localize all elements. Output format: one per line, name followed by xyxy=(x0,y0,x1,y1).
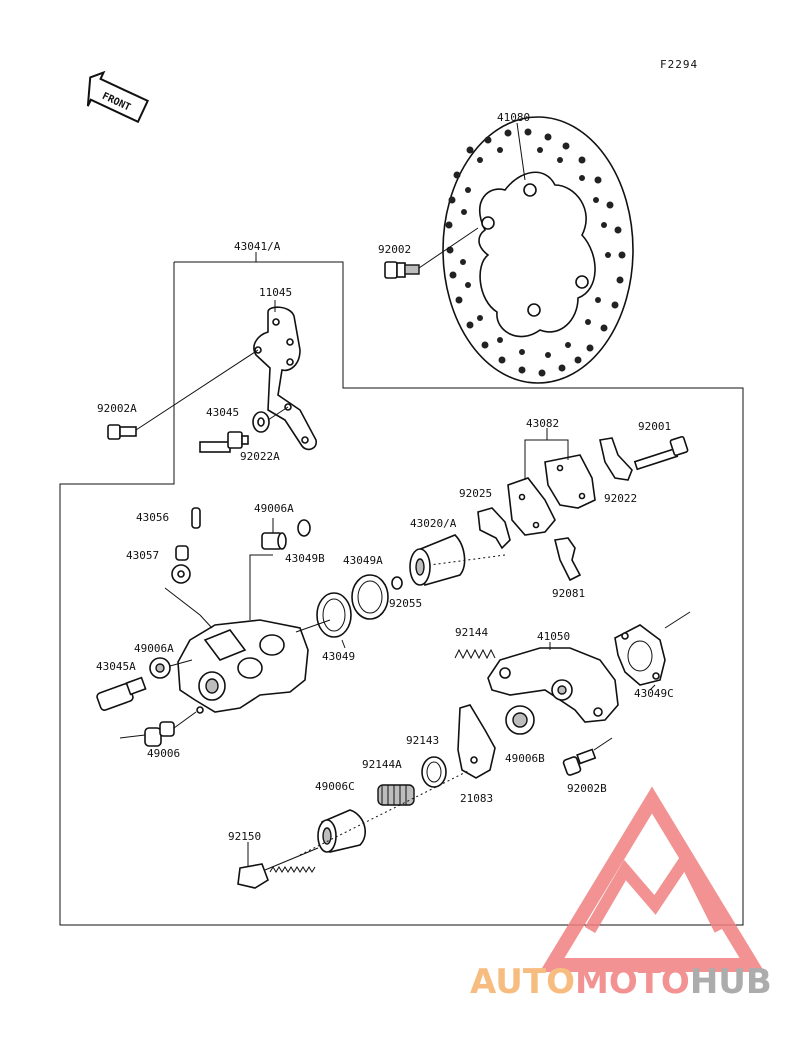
seal-43049a xyxy=(351,574,389,620)
label-43057: 43057 xyxy=(126,549,159,562)
label-49006: 49006 xyxy=(147,747,180,760)
bearing-49006b xyxy=(505,705,535,735)
adjuster-92150 xyxy=(237,847,319,889)
pin-43045a xyxy=(96,676,147,711)
washer-43049b xyxy=(297,519,311,537)
bolt-92001 xyxy=(633,435,689,471)
label-21083: 21083 xyxy=(460,792,493,805)
bolt-92002 xyxy=(384,261,420,279)
diagram-code: F2294 xyxy=(660,58,698,71)
pad-spring-92022 xyxy=(599,437,633,481)
label-43045a: 43045A xyxy=(96,660,136,673)
label-92025: 92025 xyxy=(459,487,492,500)
bracket-92081 xyxy=(554,537,582,582)
label-43056: 43056 xyxy=(136,511,169,524)
label-41050: 41050 xyxy=(537,630,570,643)
boot-49006 xyxy=(144,721,175,747)
lever-41050 xyxy=(487,647,619,723)
bolt-92002b xyxy=(562,748,597,776)
label-92144a: 92144A xyxy=(362,758,402,771)
bleeder-cap-43057 xyxy=(171,545,191,584)
label-92150: 92150 xyxy=(228,830,261,843)
label-49006a: 49006A xyxy=(134,642,174,655)
label-92144: 92144 xyxy=(455,626,488,639)
label-43049: 43049 xyxy=(322,650,355,663)
washer-92022a xyxy=(252,411,270,433)
label-49006b: 49006B xyxy=(505,752,545,765)
bleeder-43056 xyxy=(191,507,201,529)
label-43049b: 43049B xyxy=(285,552,325,565)
watermark-triangle-icon xyxy=(539,786,765,972)
label-92022a: 92022A xyxy=(240,450,280,463)
watermark-hub: HUB xyxy=(690,962,772,1002)
assembly-frame xyxy=(59,261,744,926)
label-92002: 92002 xyxy=(378,243,411,256)
o-ring-92055 xyxy=(391,576,403,590)
spring-92144a xyxy=(377,784,415,806)
label-92002a: 92002A xyxy=(97,402,137,415)
sleeve-49006a xyxy=(149,657,171,679)
label-49006c: 49006C xyxy=(315,780,355,793)
label-43082: 43082 xyxy=(526,417,559,430)
label-11045: 11045 xyxy=(259,286,292,299)
label-92055: 92055 xyxy=(389,597,422,610)
label-92001: 92001 xyxy=(638,420,671,433)
bolt-92002a xyxy=(107,424,137,440)
label-43049a: 43049A xyxy=(343,554,383,567)
label-92022: 92022 xyxy=(604,492,637,505)
label-43049c: 43049C xyxy=(634,687,674,700)
arm-21083 xyxy=(457,704,496,779)
piston-43020a xyxy=(409,534,466,587)
label-92143: 92143 xyxy=(406,734,439,747)
watermark-logo: AUTOMOTOHUB xyxy=(470,786,772,1002)
label-43020a: 43020/A xyxy=(410,517,457,530)
seal-43049 xyxy=(316,592,352,638)
label-43041a: 43041/A xyxy=(234,240,281,253)
label-92002b: 92002B xyxy=(567,782,607,795)
brake-disc xyxy=(442,116,634,384)
watermark-text: AUTOMOTOHUB xyxy=(470,962,772,1002)
watermark-moto: MOTO xyxy=(575,962,690,1002)
watermark-auto: AUTO xyxy=(470,962,575,1002)
label-92081: 92081 xyxy=(552,587,585,600)
label-49006a-top: 49006A xyxy=(254,502,294,515)
pin-43045 xyxy=(199,431,249,453)
spring-92144 xyxy=(454,648,496,660)
bracket-11045 xyxy=(253,306,317,451)
sleeve-49006a-top xyxy=(261,532,287,550)
clip-92025 xyxy=(477,507,511,550)
ring-92143 xyxy=(421,756,447,788)
gasket-43049c xyxy=(614,624,666,686)
front-arrow-icon: FRONT xyxy=(86,70,150,124)
brake-pads-43082 xyxy=(507,454,596,536)
label-41080: 41080 xyxy=(497,111,530,124)
cap-49006c xyxy=(317,809,366,853)
label-43045: 43045 xyxy=(206,406,239,419)
caliper-body xyxy=(177,619,309,714)
